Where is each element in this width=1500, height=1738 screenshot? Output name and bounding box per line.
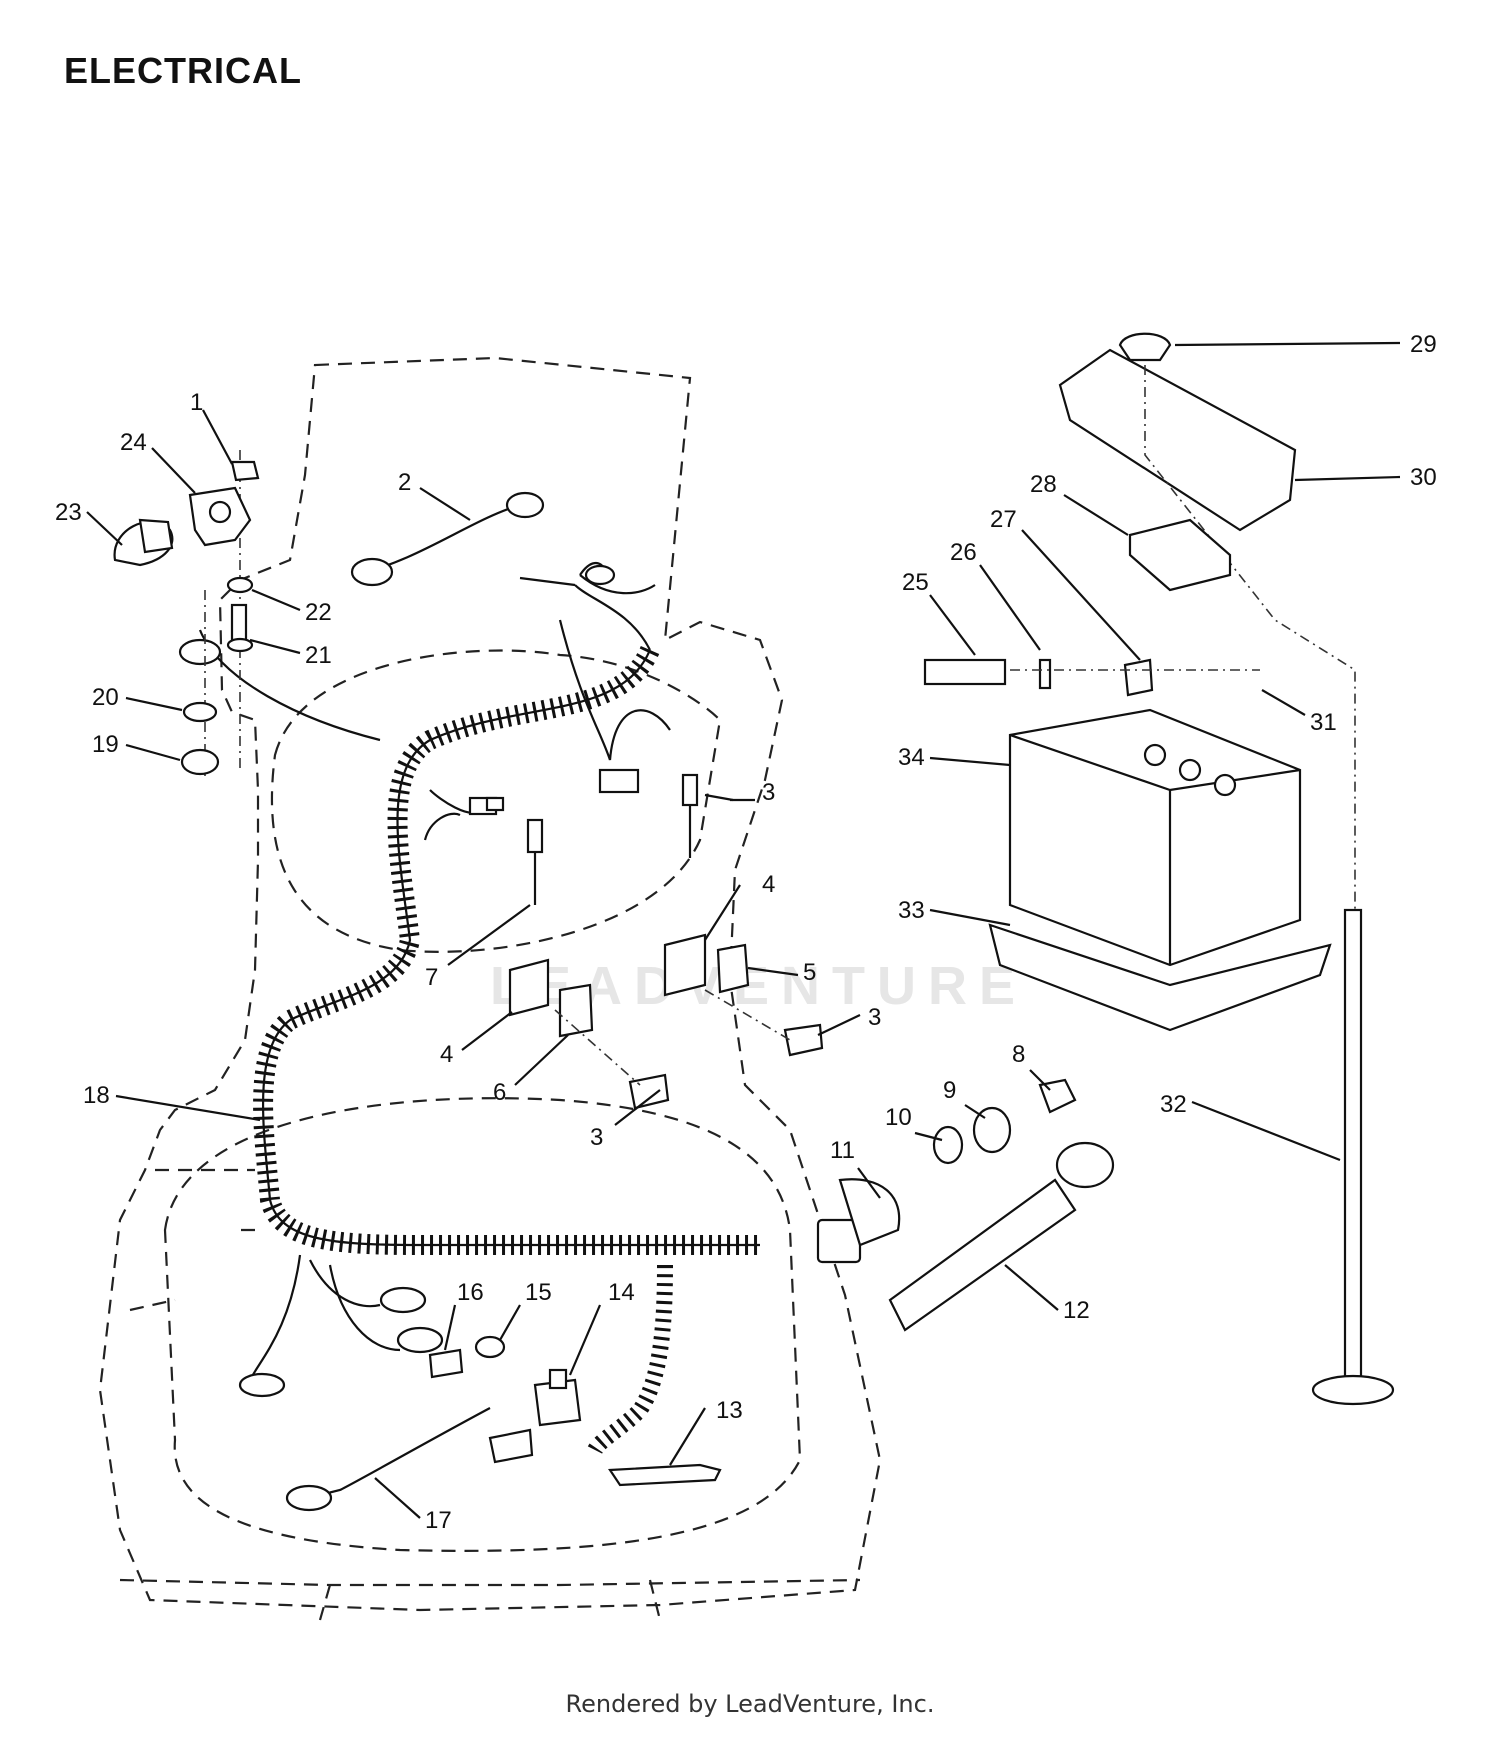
callout-34: 34 bbox=[898, 744, 925, 771]
callout-30: 30 bbox=[1410, 464, 1437, 491]
callout-27: 27 bbox=[990, 506, 1017, 533]
page-title: ELECTRICAL bbox=[64, 50, 302, 91]
callout-6: 6 bbox=[493, 1079, 506, 1106]
callout-9: 9 bbox=[943, 1077, 956, 1104]
callout-14: 14 bbox=[608, 1279, 635, 1306]
callout-2: 2 bbox=[398, 469, 411, 496]
front-switches bbox=[428, 1335, 722, 1487]
callout-21: 21 bbox=[305, 642, 332, 669]
callout-7: 7 bbox=[425, 964, 438, 991]
callout-3b: 3 bbox=[868, 1004, 881, 1031]
callout-5: 5 bbox=[803, 959, 816, 986]
callout-33: 33 bbox=[898, 897, 925, 924]
callout-8: 8 bbox=[1012, 1041, 1025, 1068]
solenoid-assembly bbox=[113, 450, 260, 780]
callout-10: 10 bbox=[885, 1104, 912, 1131]
callout-32: 32 bbox=[1160, 1091, 1187, 1118]
switch-brackets bbox=[508, 773, 824, 1110]
callout-28: 28 bbox=[1030, 471, 1057, 498]
coiled-harness bbox=[253, 576, 760, 1455]
callout-4b: 4 bbox=[440, 1041, 453, 1068]
callout-13: 13 bbox=[716, 1397, 743, 1424]
callout-19: 19 bbox=[92, 731, 119, 758]
callout-20: 20 bbox=[92, 684, 119, 711]
footer-credit: Rendered by LeadVenture, Inc. bbox=[565, 1690, 935, 1718]
battery-assembly bbox=[923, 332, 1395, 1406]
callout-26: 26 bbox=[950, 539, 977, 566]
callout-12: 12 bbox=[1063, 1297, 1090, 1324]
callout-23: 23 bbox=[55, 499, 82, 526]
callout-17: 17 bbox=[425, 1507, 452, 1534]
callout-3c: 3 bbox=[590, 1124, 603, 1151]
tractor-outline bbox=[98, 356, 882, 1621]
callout-1: 1 bbox=[190, 389, 203, 416]
callout-18: 18 bbox=[83, 1082, 110, 1109]
callout-31: 31 bbox=[1310, 709, 1337, 736]
wire-harness-branches bbox=[178, 491, 671, 1512]
callouts: 1 2 3 3 3 4 4 5 6 7 8 9 10 11 12 13 14 1… bbox=[55, 331, 1437, 1534]
callout-22: 22 bbox=[305, 599, 332, 626]
callout-25: 25 bbox=[902, 569, 929, 596]
callout-24: 24 bbox=[120, 429, 147, 456]
ignition-parts bbox=[816, 1078, 1115, 1332]
callout-3: 3 bbox=[762, 779, 775, 806]
callout-29: 29 bbox=[1410, 331, 1437, 358]
callout-11: 11 bbox=[830, 1137, 855, 1164]
callout-16: 16 bbox=[457, 1279, 484, 1306]
callout-4: 4 bbox=[762, 871, 775, 898]
callout-15: 15 bbox=[525, 1279, 552, 1306]
